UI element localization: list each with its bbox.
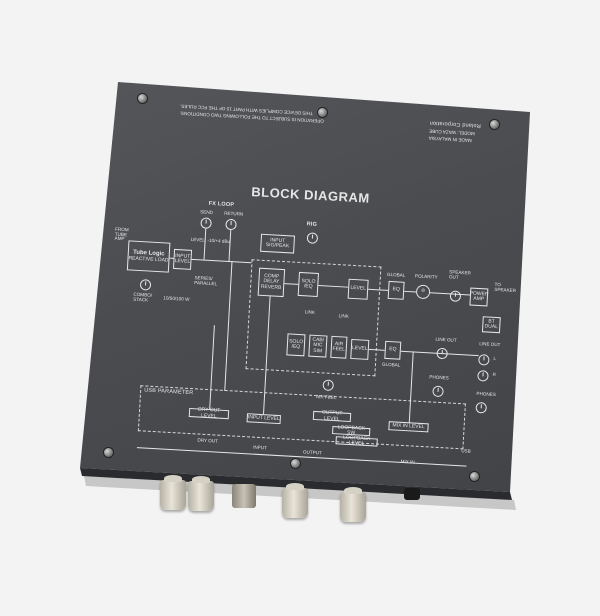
air-feel-box: AIR FEEL [330,335,348,359]
input-level-box: INPUT LEVEL [172,248,193,270]
level-select-label: LEVEL: -10/+4 dBu [190,236,231,245]
return-label: RETURN [224,210,244,217]
to-speaker-label: TO SPEAKER [494,281,517,293]
input-label: INPUT [253,444,268,451]
series-parallel-label: SERIES/ PARALLEL [194,275,218,286]
fx-loop-label: FX LOOP [208,200,235,209]
send-jack-icon [200,217,212,229]
phones-knob-icon [432,385,444,398]
screw-top-right [490,120,499,129]
line-return [228,230,232,262]
line-out-right-label: LINE OUT [479,341,501,348]
air-feel-knob-icon [322,379,335,392]
input-level-usb-box: INPUT LEVEL [246,413,281,425]
line-usb-bus [136,447,467,467]
usb-label: USB [461,448,471,454]
combo-stack-label: COMBO/ STACK [133,291,153,303]
output-level-box: OUTPUT LEVEL [312,410,352,423]
phones-label: PHONES [429,374,449,381]
screw-top-center [318,108,327,117]
reactive-load-text: REACTIVE LOAD [128,254,169,264]
solo-eq-bottom-box: SOLO /EQ [286,333,306,357]
line-send [203,228,207,260]
watts-label: 10/50/100 W [163,295,190,302]
combo-stack-knob-icon [139,279,152,291]
link-b-label: LINK [338,313,349,319]
polarity-icon: ⊘ [415,284,431,300]
send-label: SEND [200,209,214,216]
rig-label: RIG [306,221,318,228]
eq-bottom-box: EQ [384,340,402,360]
reactive-load-box: Tube Logic REACTIVE LOAD [126,240,171,273]
line-10 [224,261,233,391]
knob-1[interactable] [160,475,186,510]
jack-front[interactable] [404,488,420,500]
line-out-left-label: LINE OUT [435,336,457,343]
dry-out-level-box: DRY OUT LEVEL [188,407,230,420]
output-label: OUTPUT [302,449,322,456]
phones-jack-icon [475,402,488,414]
r-label: R [492,371,497,378]
screw-bottom-center [291,459,300,468]
loopback-level-box: LOOPBACK LEVEL [335,434,378,447]
polarity-label: POLARITY [414,273,438,280]
comp-delay-reverb-box: COMP DELAY REVERB [257,267,286,298]
knob-5[interactable] [340,487,366,522]
rig-knob-icon [306,232,319,244]
link-a-label: LINK [304,309,316,315]
line-6 [404,290,417,293]
level-bottom-box: LEVEL [350,338,370,360]
eq-top-box: EQ [387,280,405,300]
made-in-text: MADE IN MALAYSIA [428,135,472,143]
brand-text: Roland Corporation [429,119,481,129]
diagram-title: BLOCK DIAGRAM [250,184,371,206]
screw-bottom-right [470,472,479,481]
knob-2[interactable] [188,476,214,511]
input-sig-peak-box: INPUT SIG/PEAK [260,233,296,254]
speaker-out-label: SPEAKER OUT [448,269,472,280]
global-top-label: GLOBAL [386,271,406,278]
phones-right-label: PHONES [476,391,497,398]
line-out-l-jack-icon [478,354,490,366]
line-1 [169,257,174,259]
photo-scene: THIS DEVICE COMPLIES WITH PART 15 OF THE… [0,0,600,600]
knob-3[interactable] [232,484,256,508]
knob-4[interactable] [282,483,308,518]
model-text: MODEL: WAZA CUBE [428,128,475,137]
power-amp-box: POWER AMP [469,287,489,307]
device-top-panel [80,82,530,492]
screw-top-left [138,94,147,103]
line-out-r-jack-icon [477,370,489,382]
l-label: L [493,355,497,362]
global-bottom-label: GLOBAL [381,361,401,368]
cab-mic-sim-box: CAB/ MIC SIM [308,334,328,358]
solo-eq-top-box: SOLO /EQ [297,271,319,297]
bt-dual-box: BT DUAL [481,316,501,334]
screw-bottom-left [104,448,113,457]
level-top-box: LEVEL [347,278,369,300]
line-2 [191,258,252,264]
return-jack-icon [225,218,237,231]
dry-out-label: DRY OUT [197,437,219,444]
speaker-out-knob-icon [449,290,462,302]
